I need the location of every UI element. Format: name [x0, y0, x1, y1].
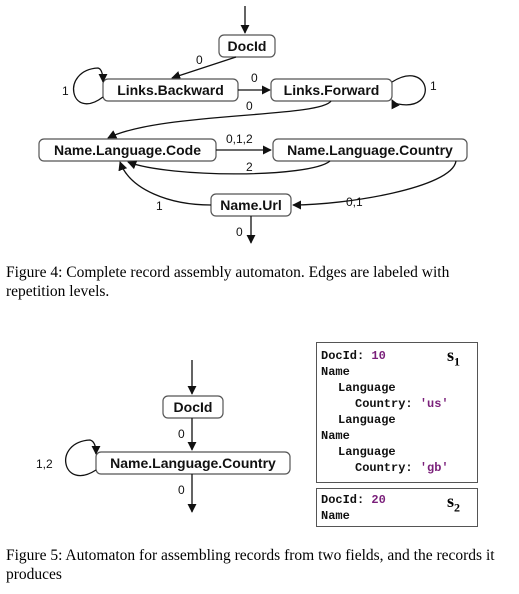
node-name-language-country: Name.Language.Country	[272, 138, 468, 162]
f5-edge-label-country-self: 1,2	[36, 457, 53, 471]
f5-node-docid-label: DocId	[174, 399, 213, 415]
node-docid-label: DocId	[228, 38, 267, 54]
record-s1-docid: DocId: 10	[321, 349, 386, 363]
edge-forward-self	[391, 75, 426, 110]
edge-label-backward-forward: 0	[251, 71, 258, 85]
edge-url-code	[118, 161, 212, 206]
edge-label-url-exit: 0	[236, 225, 243, 239]
figure4-caption: Figure 4: Complete record assembly autom…	[6, 264, 450, 300]
record-s2-docid: DocId: 20	[321, 493, 386, 507]
f5-edge-country-self	[65, 439, 101, 477]
figure5-diagram: DocId 0 Name.Language.Country 1,2 0	[36, 360, 291, 513]
edge-label-forward-code: 0	[246, 99, 253, 113]
node-links-forward-label: Links.Forward	[284, 82, 380, 98]
node-name-language-country-label: Name.Language.Country	[287, 142, 453, 158]
edge-docid-backward	[171, 56, 237, 80]
edge-label-country-code: 2	[246, 160, 253, 174]
edge-label-docid-backward: 0	[196, 53, 203, 67]
record-s1-language1: Language	[338, 381, 396, 395]
f5-node-docid: DocId	[162, 395, 224, 419]
record-s2-label: s2	[447, 491, 461, 515]
f5-edge-label-country-exit: 0	[178, 483, 185, 497]
edge-country-code	[127, 160, 331, 175]
edge-label-backward-self: 1	[62, 84, 69, 98]
record-s1-box: s1 DocId: 10 Name Language Country: 'us'…	[316, 342, 478, 483]
figure5-caption: Figure 5: Automaton for assembling recor…	[6, 547, 495, 583]
edge-label-code-country: 0,1,2	[226, 132, 253, 146]
record-s1-language2: Language	[338, 413, 396, 427]
record-s1-name1: Name	[321, 365, 350, 379]
edge-country-url	[292, 160, 457, 210]
record-s1-language3: Language	[338, 445, 396, 459]
node-links-backward-label: Links.Backward	[117, 82, 224, 98]
f5-node-name-language-country: Name.Language.Country	[95, 451, 291, 475]
node-name-language-code-label: Name.Language.Code	[54, 142, 201, 158]
edge-label-url-code: 1	[156, 199, 163, 213]
f5-edge-label-docid-country: 0	[178, 427, 185, 441]
edge-backward-self	[73, 67, 108, 105]
edge-label-country-url: 0,1	[346, 195, 363, 209]
f5-node-name-language-country-label: Name.Language.Country	[110, 455, 276, 471]
node-name-language-code: Name.Language.Code	[38, 138, 217, 162]
node-name-url-label: Name.Url	[220, 197, 281, 213]
figure4-diagram: DocId 0 Links.Backward 1 0 Links.Forward…	[38, 6, 468, 244]
record-s1-name2: Name	[321, 429, 350, 443]
record-s1-country2: Country: 'gb'	[355, 461, 449, 475]
record-s1-label: s1	[447, 345, 461, 369]
node-links-forward: Links.Forward	[270, 78, 393, 102]
node-name-url: Name.Url	[210, 193, 292, 217]
record-s2-name1: Name	[321, 509, 350, 523]
record-s2-box: s2 DocId: 20 Name	[316, 488, 478, 527]
edge-label-forward-self: 1	[430, 79, 437, 93]
node-docid: DocId	[218, 34, 276, 58]
edge-forward-code	[107, 100, 332, 139]
record-s1-country1: Country: 'us'	[355, 397, 449, 411]
node-links-backward: Links.Backward	[102, 78, 239, 102]
